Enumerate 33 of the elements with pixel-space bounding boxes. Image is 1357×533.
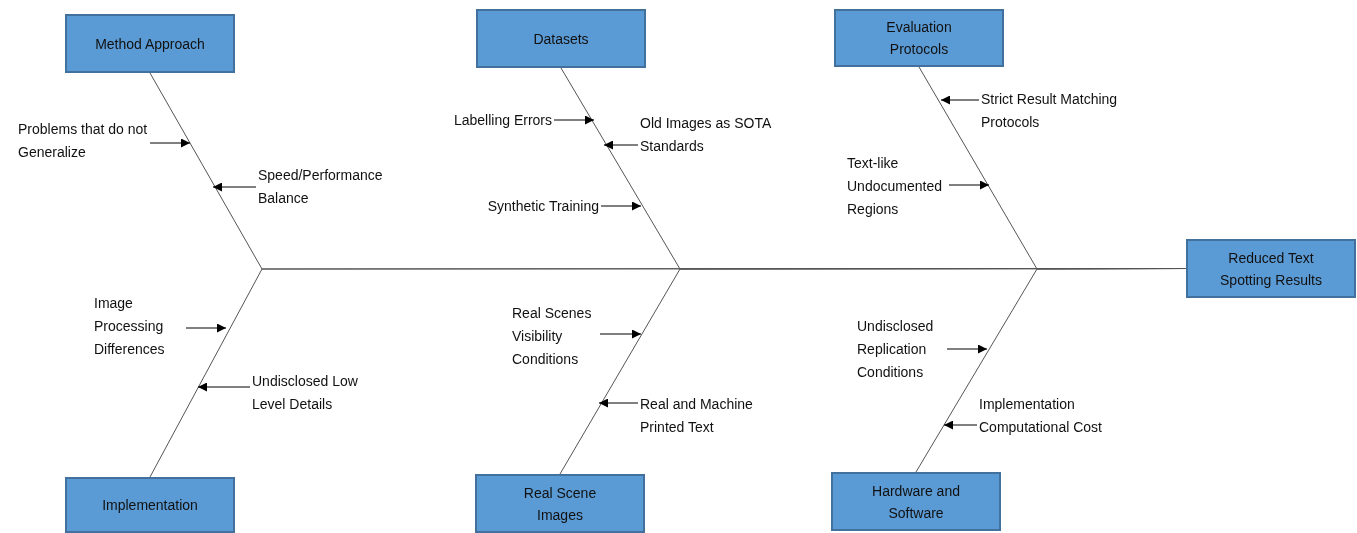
arrow <box>212 182 257 192</box>
arrow <box>603 140 639 150</box>
category-box: Method Approach <box>65 14 235 73</box>
cause-label: Undisclosed Replication Conditions <box>857 315 945 384</box>
category-box: Implementation <box>65 477 235 533</box>
cause-label: Undisclosed Low Level Details <box>252 370 392 416</box>
cause-label: Problems that do not Generalize <box>18 118 148 164</box>
cause-label: Implementation Computational Cost <box>979 393 1139 439</box>
arrow <box>598 398 639 408</box>
arrow <box>940 95 980 105</box>
arrow <box>197 382 251 392</box>
cause-label: Old Images as SOTA Standards <box>640 112 790 158</box>
cause-label: Real and Machine Printed Text <box>640 393 780 439</box>
cause-label: Synthetic Training <box>487 195 599 218</box>
category-box: Datasets <box>476 9 646 68</box>
cause-label: Text-like Undocumented Regions <box>847 152 947 221</box>
category-box: Evaluation Protocols <box>834 9 1004 67</box>
arrow <box>946 344 988 354</box>
cause-label: Strict Result Matching Protocols <box>981 88 1161 134</box>
arrow <box>185 323 227 333</box>
arrow <box>553 115 595 125</box>
arrow <box>948 180 990 190</box>
arrow <box>599 329 642 339</box>
arrow <box>600 201 642 211</box>
category-box: Real Scene Images <box>475 474 645 533</box>
cause-label: Real Scenes Visibility Conditions <box>512 302 598 371</box>
arrow <box>149 138 191 148</box>
effect-box: Reduced Text Spotting Results <box>1186 239 1356 298</box>
cause-label: Labelling Errors <box>453 109 552 132</box>
cause-label: Image Processing Differences <box>94 292 184 361</box>
arrow <box>943 420 978 430</box>
cause-label: Speed/Performance Balance <box>258 164 408 210</box>
category-box: Hardware and Software <box>831 472 1001 531</box>
